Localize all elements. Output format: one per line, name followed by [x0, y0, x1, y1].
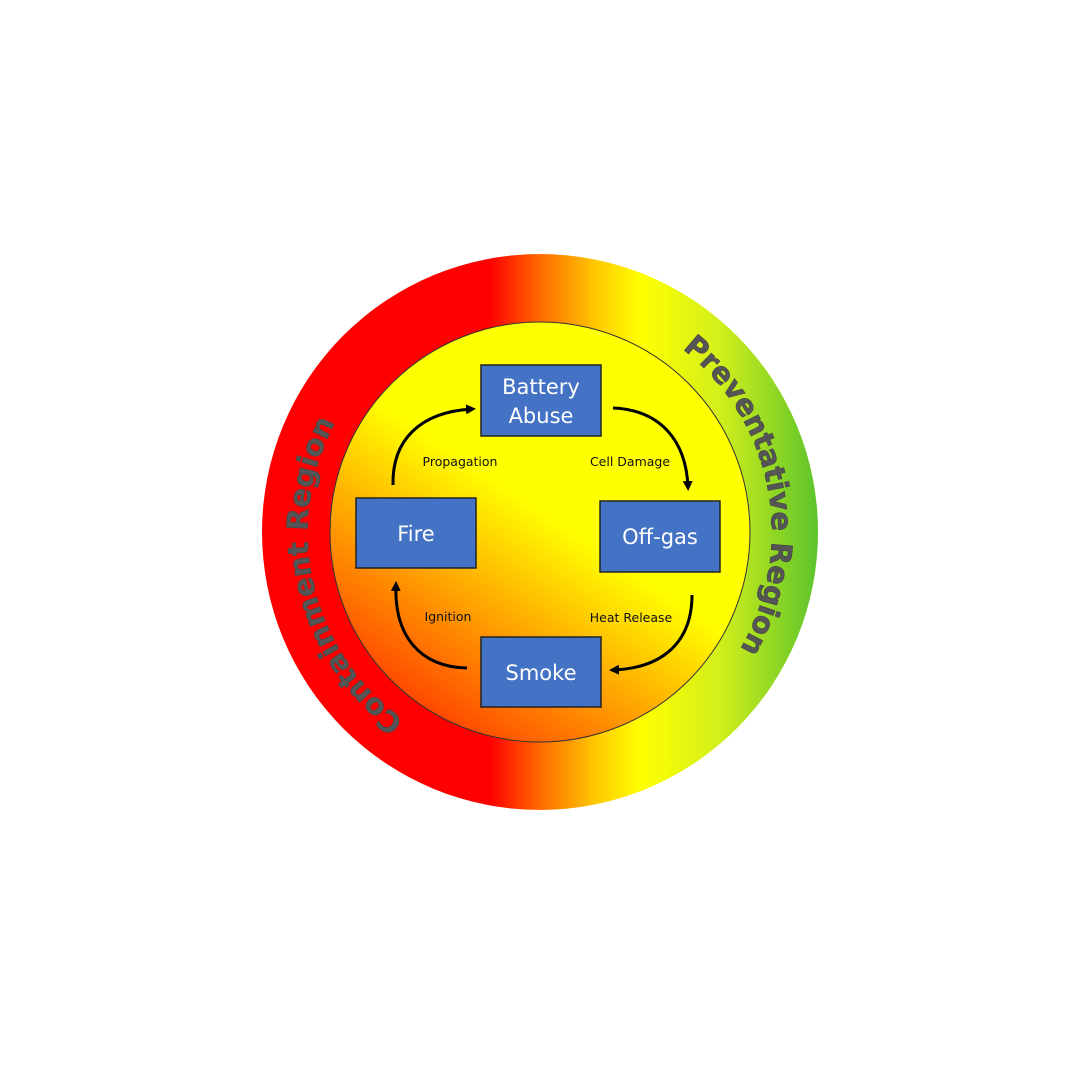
node-fire: Fire [355, 497, 477, 569]
ignition-arrow [390, 581, 468, 670]
svg-text:Abuse: Abuse [509, 404, 574, 428]
propagation-label: Propagation [423, 454, 498, 469]
inner-circle [329, 321, 751, 743]
svg-text:Off-gas: Off-gas [622, 525, 698, 549]
ignition-label: Ignition [425, 609, 472, 624]
propagation-arrow [391, 404, 476, 486]
node-off-gas: Off-gas [599, 500, 721, 573]
svg-text:Fire: Fire [397, 522, 434, 546]
node-battery-abuse: Battery Abuse [480, 364, 602, 437]
heat-release-label: Heat Release [590, 610, 673, 625]
cell-damage-label: Cell Damage [590, 454, 670, 469]
heat-release-arrow [609, 594, 694, 675]
node-smoke: Smoke [480, 636, 602, 708]
cell-damage-arrow [612, 406, 693, 491]
svg-text:Battery: Battery [502, 375, 580, 399]
svg-text:Smoke: Smoke [506, 661, 577, 685]
